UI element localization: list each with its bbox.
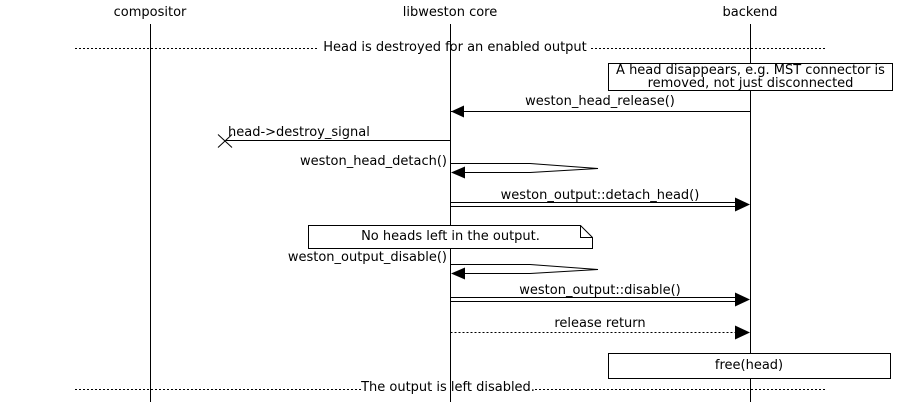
- note-fold-icon: [580, 225, 593, 238]
- message-weston-head-release: [450, 105, 751, 118]
- message-label-weston-head-release: weston_head_release(): [525, 94, 675, 109]
- arrowhead-left-icon: [451, 166, 465, 179]
- lost-message-x-icon: [217, 134, 233, 148]
- message-label-weston-output-disable: weston_output_disable(): [287, 250, 447, 265]
- self-call-weston-output-disable: [450, 264, 599, 280]
- message-label-weston-output-detach-head: weston_output::detach_head(): [500, 188, 700, 203]
- note-head-disappears-text: A head disappears, e.g. MST connector is…: [608, 64, 893, 90]
- arrowhead-right-icon: [735, 197, 750, 212]
- note-line-1: A head disappears, e.g. MST connector is: [616, 63, 885, 78]
- message-label-release-return: release return: [554, 316, 646, 331]
- message-head-destroy-signal: [217, 134, 451, 148]
- message-weston-output-disable-method: [450, 292, 750, 307]
- note-no-heads-left-text: No heads left in the output.: [361, 229, 540, 244]
- arrowhead-right-icon: [735, 292, 750, 307]
- message-weston-output-detach-head: [450, 197, 750, 212]
- self-call-loop: [450, 264, 599, 274]
- note-line-2: removed, not just disconnected: [647, 76, 854, 91]
- participant-label-backend: backend: [722, 5, 778, 20]
- note-shape: [308, 225, 593, 249]
- arrowhead-left-icon: [451, 267, 465, 280]
- message-label-head-destroy-signal: head->destroy_signal: [228, 125, 370, 140]
- message-release-return: [450, 325, 750, 340]
- action-box-free-head-text: free(head): [714, 358, 784, 373]
- participant-label-compositor: compositor: [113, 5, 187, 20]
- arrowhead-right-icon: [735, 325, 750, 340]
- self-call-weston-head-detach: [450, 163, 599, 179]
- note-no-heads-left: [308, 225, 593, 249]
- divider-label-bottom: The output is left disabled.: [361, 380, 535, 395]
- note-head-disappears-box: [608, 63, 893, 91]
- self-call-loop: [450, 163, 599, 173]
- arrowhead-left-icon: [451, 105, 464, 118]
- participant-label-libweston-core: libweston core: [402, 5, 498, 20]
- message-label-weston-output-disable-method: weston_output::disable(): [519, 283, 681, 298]
- divider-label-top: Head is destroyed for an enabled output: [323, 40, 587, 55]
- action-box-free-head: [608, 353, 891, 379]
- message-label-weston-head-detach: weston_head_detach(): [300, 154, 447, 169]
